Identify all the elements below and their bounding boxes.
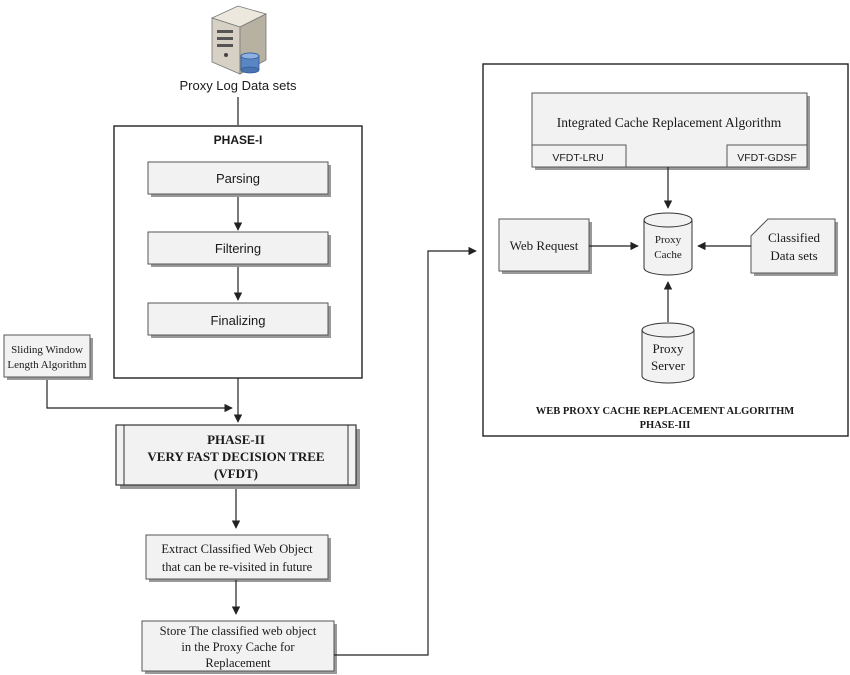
store-box: Store The classified web object in the P… [141,620,337,674]
integrated-algorithm-title: Integrated Cache Replacement Algorithm [557,115,782,130]
store-line2: in the Proxy Cache for [181,640,295,654]
phase2-line2: VERY FAST DECISION TREE [147,449,324,464]
vfdt-lru-label: VFDT-LRU [552,152,603,164]
proxy-log-label: Proxy Log Data sets [179,78,297,93]
extract-line1: Extract Classified Web Object [161,542,313,556]
phase2-box: PHASE-II VERY FAST DECISION TREE (VFDT) [115,424,360,489]
store-line3: Replacement [205,656,271,670]
proxy-server-line1: Proxy [652,341,684,356]
classified-line2: Data sets [770,248,817,263]
phase3-caption-line1: WEB PROXY CACHE REPLACEMENT ALGORITHM [536,406,795,417]
proxy-cache-cylinder: Proxy Cache [643,212,693,276]
proxy-cache-line1: Proxy [655,234,682,246]
arrow-store-phase3 [334,246,477,656]
sliding-window-box: Sliding Window Length Algorithm [3,334,93,380]
extract-line2: that can be re-visited in future [162,560,313,574]
phase2-line1: PHASE-II [207,432,265,447]
step-parsing-label: Parsing [216,171,260,186]
integrated-algorithm-box: Integrated Cache Replacement Algorithm V… [531,92,810,170]
phase2-line3: (VFDT) [214,466,258,481]
classified-datasets-card: Classified Data sets [750,218,838,276]
store-line1: Store The classified web object [160,624,317,638]
arrow-sliding-phase2 [46,380,233,413]
vfdt-gdsf-label: VFDT-GDSF [737,152,797,164]
classified-line1: Classified [768,230,820,245]
proxy-server-line2: Server [651,358,686,373]
sliding-window-line1: Sliding Window [11,344,83,356]
step-filtering-label: Filtering [215,241,261,256]
step-finalizing-label: Finalizing [211,313,266,328]
sliding-window-line2: Length Algorithm [7,359,87,371]
server-database-icon [210,5,268,75]
web-request-label: Web Request [510,238,579,253]
phase3-caption-line2: PHASE-III [640,420,691,431]
proxy-cache-line2: Cache [654,249,682,261]
step-finalizing: Finalizing [147,302,331,338]
step-parsing: Parsing [147,161,331,197]
step-filtering: Filtering [147,231,331,267]
web-request-box: Web Request [498,218,592,274]
phase1-title: PHASE-I [214,133,263,147]
proxy-server-cylinder: Proxy Server [641,322,695,384]
extract-box: Extract Classified Web Object that can b… [145,534,331,582]
